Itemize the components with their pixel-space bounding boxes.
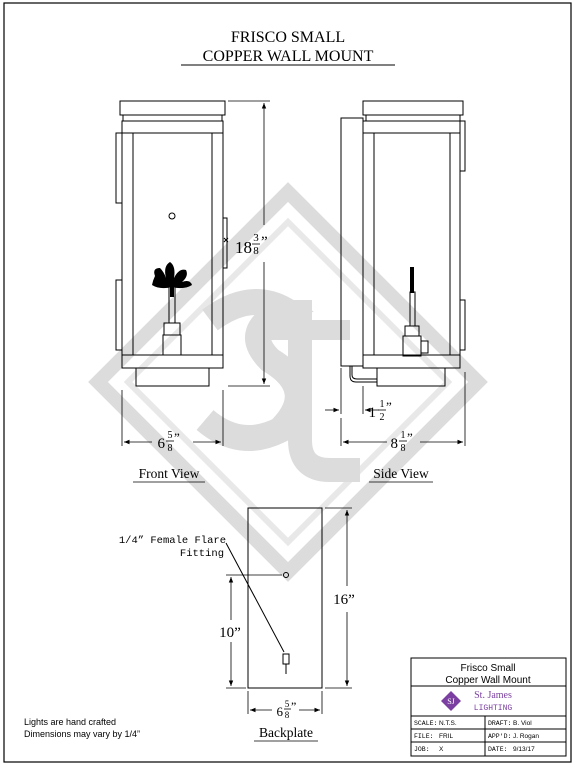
date-value: 9/13/17 — [513, 746, 535, 753]
front-flame-stem — [170, 285, 174, 297]
front-width-whole: 6 — [158, 436, 166, 452]
fitting-callout-line1: 1/4” Female Flare — [119, 535, 226, 547]
front-width-den: 8 — [168, 443, 173, 454]
appd-label: APP'D: — [488, 733, 511, 740]
backplate-width-dimension — [247, 691, 323, 714]
sheet-border — [3, 2, 572, 763]
company-subname: LIGHTING — [474, 704, 513, 713]
fitting-callout-line2: Fitting — [180, 548, 224, 560]
side-depth-num: 1 — [401, 430, 406, 441]
note-line1: Lights are hand crafted — [24, 717, 116, 727]
company-name: St. James — [474, 690, 512, 701]
draft-label: DRAFT: — [488, 720, 511, 727]
side-view-drawing — [340, 100, 466, 387]
backplate-width-inch-mark: ” — [291, 699, 296, 713]
side-offset-dimension — [325, 368, 379, 414]
date-label: DATE: — [488, 746, 508, 753]
backplate-width-whole: 6 — [277, 704, 284, 719]
front-view-drawing — [115, 100, 229, 387]
side-offset-inch-mark: ” — [386, 399, 392, 414]
fitting-height-dimension — [226, 574, 282, 689]
title-block-name-line1: Frisco Small — [460, 663, 515, 674]
backplate-label: Backplate — [259, 725, 313, 740]
side-offset-num: 1 — [380, 399, 385, 410]
front-height-dimension — [228, 100, 270, 387]
side-depth-inch-mark: ” — [407, 430, 413, 445]
title-line1: FRISCO SMALL — [231, 29, 345, 46]
front-height-num: 3 — [253, 232, 259, 244]
note-line2: Dimensions may vary by 1/4” — [24, 729, 140, 739]
side-depth-dimension — [340, 372, 466, 446]
file-value: FRIL — [439, 733, 453, 740]
front-height-den: 8 — [253, 245, 259, 257]
backplate-height-value: 16” — [333, 592, 355, 608]
front-width-inch-mark: ” — [174, 430, 180, 445]
scale-label: SCALE: — [414, 720, 437, 727]
scale-value: N.T.S. — [439, 720, 457, 727]
side-depth-den: 8 — [401, 443, 406, 454]
title-block-name-line2: Copper Wall Mount — [445, 675, 530, 686]
file-label: FILE: — [414, 733, 434, 740]
front-width-num: 5 — [168, 430, 173, 441]
backplate-width-num: 5 — [285, 699, 290, 709]
watermark-logo — [88, 182, 488, 582]
job-label: JOB: — [414, 746, 430, 753]
front-width-dimension — [121, 390, 224, 446]
side-flame-profile — [410, 267, 414, 293]
backplate-height-dimension — [325, 507, 352, 689]
front-height-inch-mark: ” — [261, 234, 268, 250]
side-depth-whole: 8 — [391, 436, 399, 452]
draft-value: B. Viol — [513, 720, 532, 727]
svg-text:SJ: SJ — [447, 697, 455, 706]
appd-value: J. Rogan — [513, 733, 539, 740]
title-block-frame — [410, 657, 567, 757]
company-logo-icon: SJ — [441, 691, 461, 711]
job-value: X — [439, 746, 444, 753]
side-offset-whole: 1 — [369, 405, 377, 421]
side-view-label: Side View — [373, 466, 429, 481]
fitting-height-value: 10” — [219, 625, 241, 641]
side-offset-den: 2 — [380, 412, 385, 423]
backplate-width-den: 8 — [285, 710, 290, 720]
front-view-label: Front View — [139, 466, 200, 481]
front-height-whole: 18 — [235, 238, 252, 257]
backplate-drawing — [225, 507, 323, 689]
title-line2: COPPER WALL MOUNT — [203, 48, 374, 65]
flame-icon — [152, 262, 192, 289]
